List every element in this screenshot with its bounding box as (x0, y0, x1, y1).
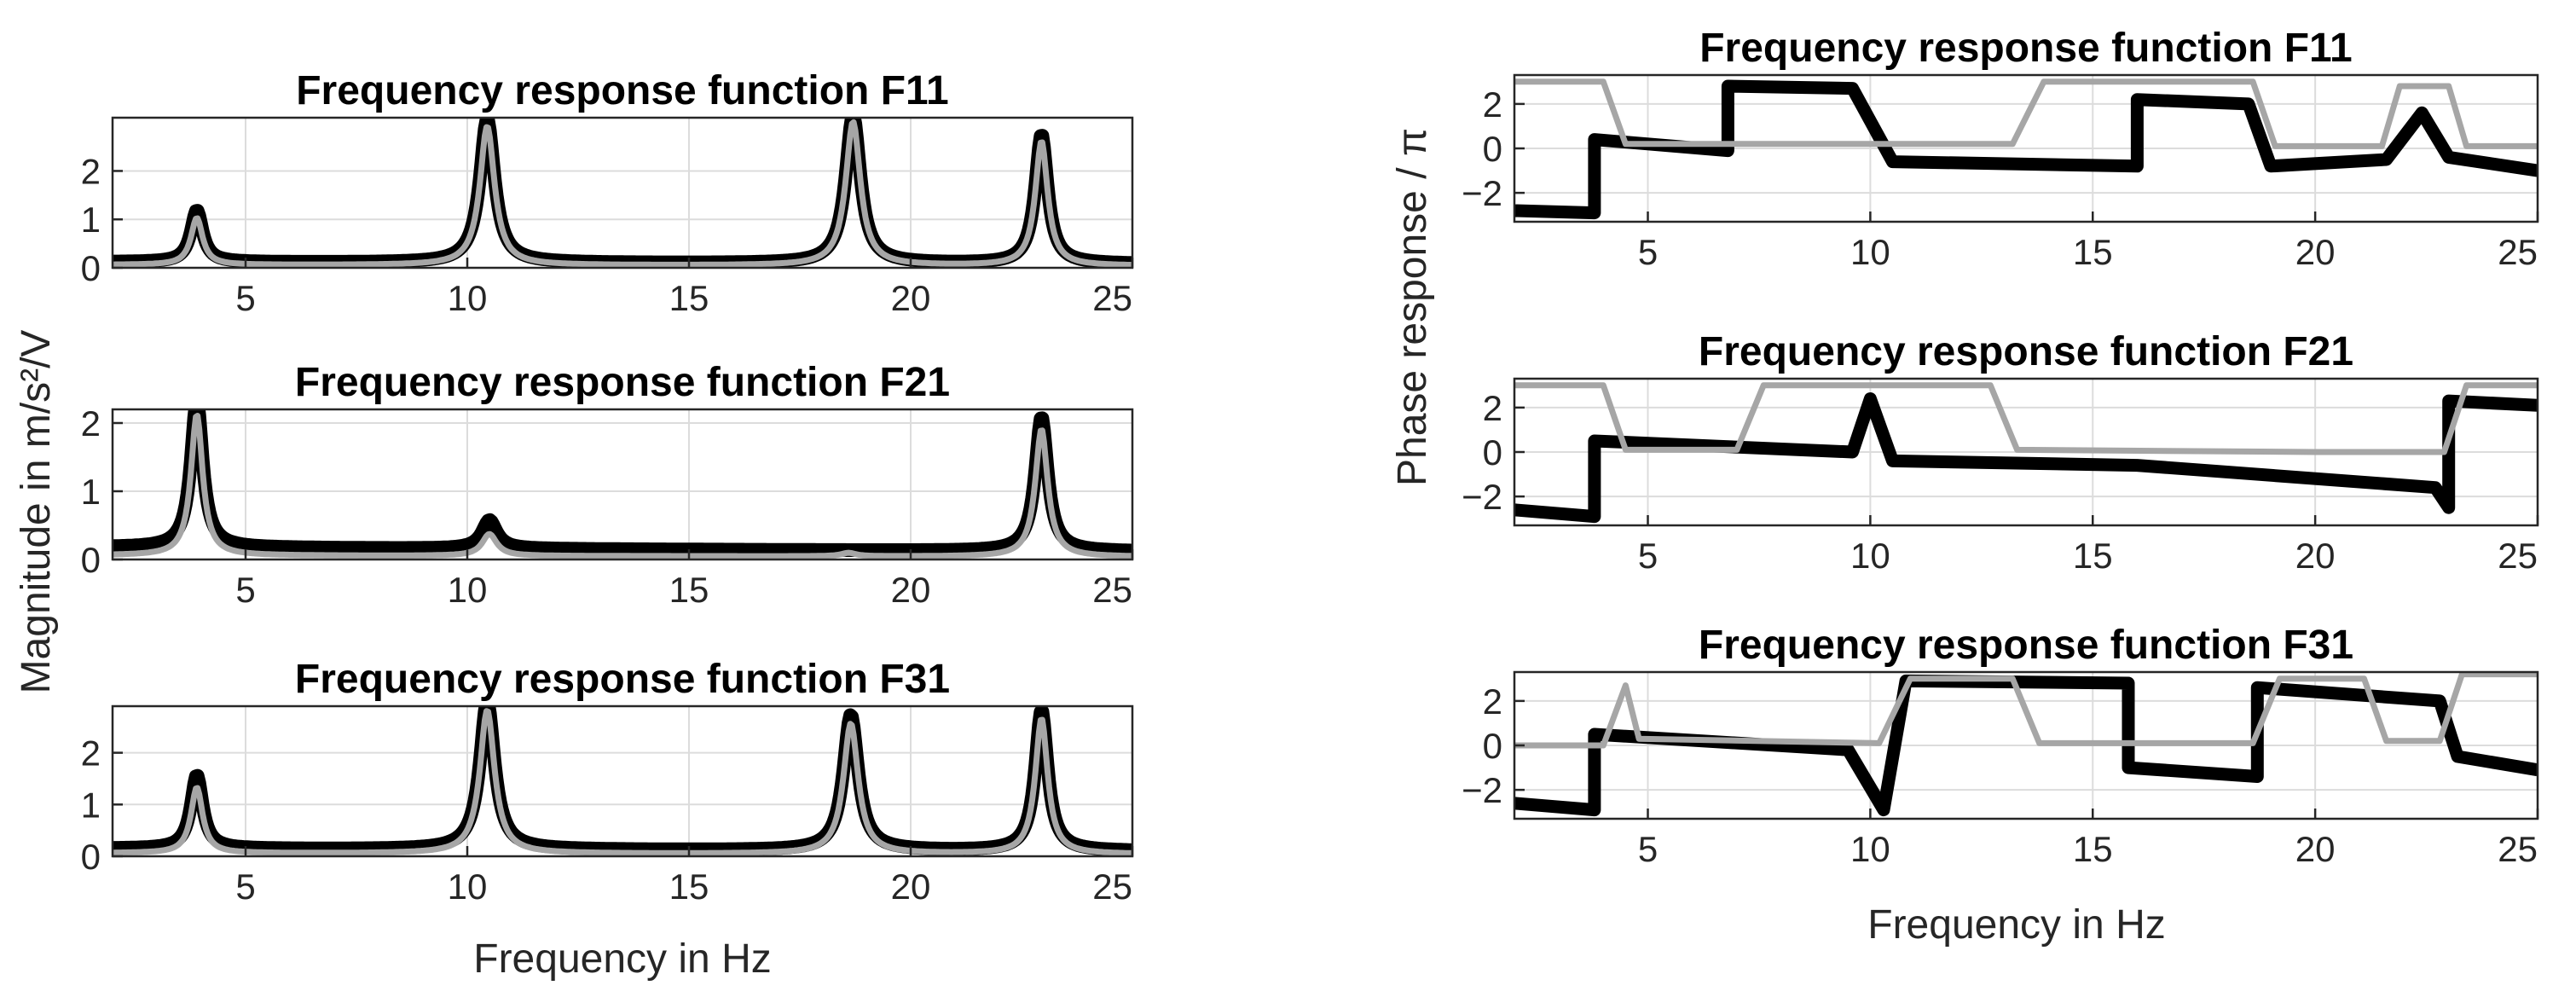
panel-6: 5 10 15 20 25 −202 Frequency response function… (1462, 623, 2539, 869)
x-tick-label: 20 (2295, 232, 2336, 272)
series-group (1514, 382, 2538, 524)
y-tick-label: 0 (1483, 726, 1502, 766)
magnitude-y-axis-label: Magnitude in m/s²/V (14, 330, 59, 694)
x-tick-label: 10 (448, 570, 488, 610)
x-tick-label: 10 (1850, 536, 1890, 576)
y-tick-label: −2 (1462, 770, 1502, 810)
right-x-axis-label: Frequency in Hz (1867, 902, 2165, 948)
x-tick-label: 10 (1850, 829, 1890, 869)
y-tick-label: 0 (81, 837, 101, 877)
panel-5: 5 10 15 20 25 −2 02 Frequency response function… (1462, 329, 2539, 576)
x-tick-label: 25 (2498, 536, 2538, 576)
left-x-axis-label: Frequency in Hz (473, 936, 771, 982)
x-tick-label: 20 (891, 570, 931, 610)
series-group (113, 706, 1132, 856)
y-tick-label: 0 (81, 540, 101, 580)
measured-magnitude-line (113, 409, 1132, 558)
x-tick-label: 15 (669, 278, 709, 318)
panel-title: Frequency response function F21 (295, 360, 950, 405)
x-tick-label: 5 (235, 867, 255, 907)
model-phase-line (1514, 672, 2538, 749)
model-phase-line (1514, 78, 2538, 149)
x-tick-label: 20 (2295, 829, 2336, 869)
panel-title: Frequency response function F21 (1699, 329, 2353, 374)
y-tick-label: 2 (1483, 681, 1502, 722)
axes-frame (111, 408, 1134, 561)
y-tick-label: 1 (81, 200, 101, 240)
series-group (1514, 672, 2538, 817)
series-group (1514, 78, 2538, 220)
y-tick-label: 2 (1483, 84, 1502, 125)
panel-3: 5 10 15 20 25 0 1 2 Frequency response function … (81, 657, 1134, 907)
y-tick-label: −2 (1462, 477, 1502, 517)
x-tick-label: 20 (2295, 536, 2336, 576)
axes-frame (111, 116, 1134, 270)
axes-frame (111, 704, 1134, 858)
x-tick-label: 20 (891, 278, 931, 318)
x-tick-label: 15 (2073, 536, 2113, 576)
measured-phase-line (1514, 674, 2538, 817)
model-magnitude-line (113, 708, 1132, 856)
y-tick-label: 2 (81, 733, 101, 774)
panel-title: Frequency response function F31 (1699, 623, 2353, 668)
x-tick-label: 25 (1092, 867, 1132, 907)
x-tick-label: 15 (669, 570, 709, 610)
panel-title: Frequency response function F11 (1699, 26, 2353, 71)
phase-y-axis-label: Phase response / π (1390, 128, 1435, 486)
x-tick-label: 10 (448, 278, 488, 318)
series-group (113, 409, 1132, 559)
x-tick-label: 25 (2498, 829, 2538, 869)
x-tick-label: 25 (1092, 278, 1132, 318)
x-tick-label: 5 (1638, 536, 1658, 576)
measured-magnitude-line (113, 706, 1132, 856)
x-tick-label: 25 (2498, 232, 2538, 272)
panel-title: Frequency response function F31 (295, 657, 950, 702)
y-tick-label: −2 (1462, 173, 1502, 213)
y-tick-label: 0 (1483, 432, 1502, 472)
x-tick-label: 10 (1850, 232, 1890, 272)
x-tick-label: 15 (2073, 829, 2113, 869)
y-tick-label: 1 (81, 785, 101, 825)
panel-title: Frequency response function F11 (296, 68, 949, 113)
x-tick-label: 15 (2073, 232, 2113, 272)
x-tick-label: 5 (235, 570, 255, 610)
x-tick-label: 20 (891, 867, 931, 907)
x-tick-label: 15 (669, 867, 709, 907)
series-group (113, 118, 1132, 268)
plot-area (113, 409, 1132, 559)
y-tick-label: 0 (1483, 129, 1502, 169)
x-tick-label: 5 (235, 278, 255, 318)
model-magnitude-line (113, 413, 1132, 559)
x-tick-label: 10 (448, 867, 488, 907)
panel-1: 5 10 15 20 25 0 1 2 Frequency response function … (81, 68, 1134, 318)
x-tick-label: 25 (1092, 570, 1132, 610)
panel-2: 5 10 15 20 25 0 1 2 Frequency response function … (81, 360, 1134, 610)
model-magnitude-line (113, 119, 1132, 268)
y-tick-label: 1 (81, 472, 101, 512)
measured-phase-line (1514, 392, 2538, 524)
y-tick-label: 2 (81, 151, 101, 191)
model-phase-line (1514, 382, 2538, 455)
plot-area (113, 118, 1132, 268)
y-tick-label: 2 (1483, 388, 1502, 428)
y-tick-label: 0 (81, 248, 101, 288)
panel-4: 5 10 15 20 25 −202 Frequency response function… (1462, 26, 2539, 272)
y-tick-label: 2 (81, 403, 101, 443)
x-tick-label: 5 (1638, 232, 1658, 272)
x-tick-label: 5 (1638, 829, 1658, 869)
plot-area (113, 706, 1132, 856)
